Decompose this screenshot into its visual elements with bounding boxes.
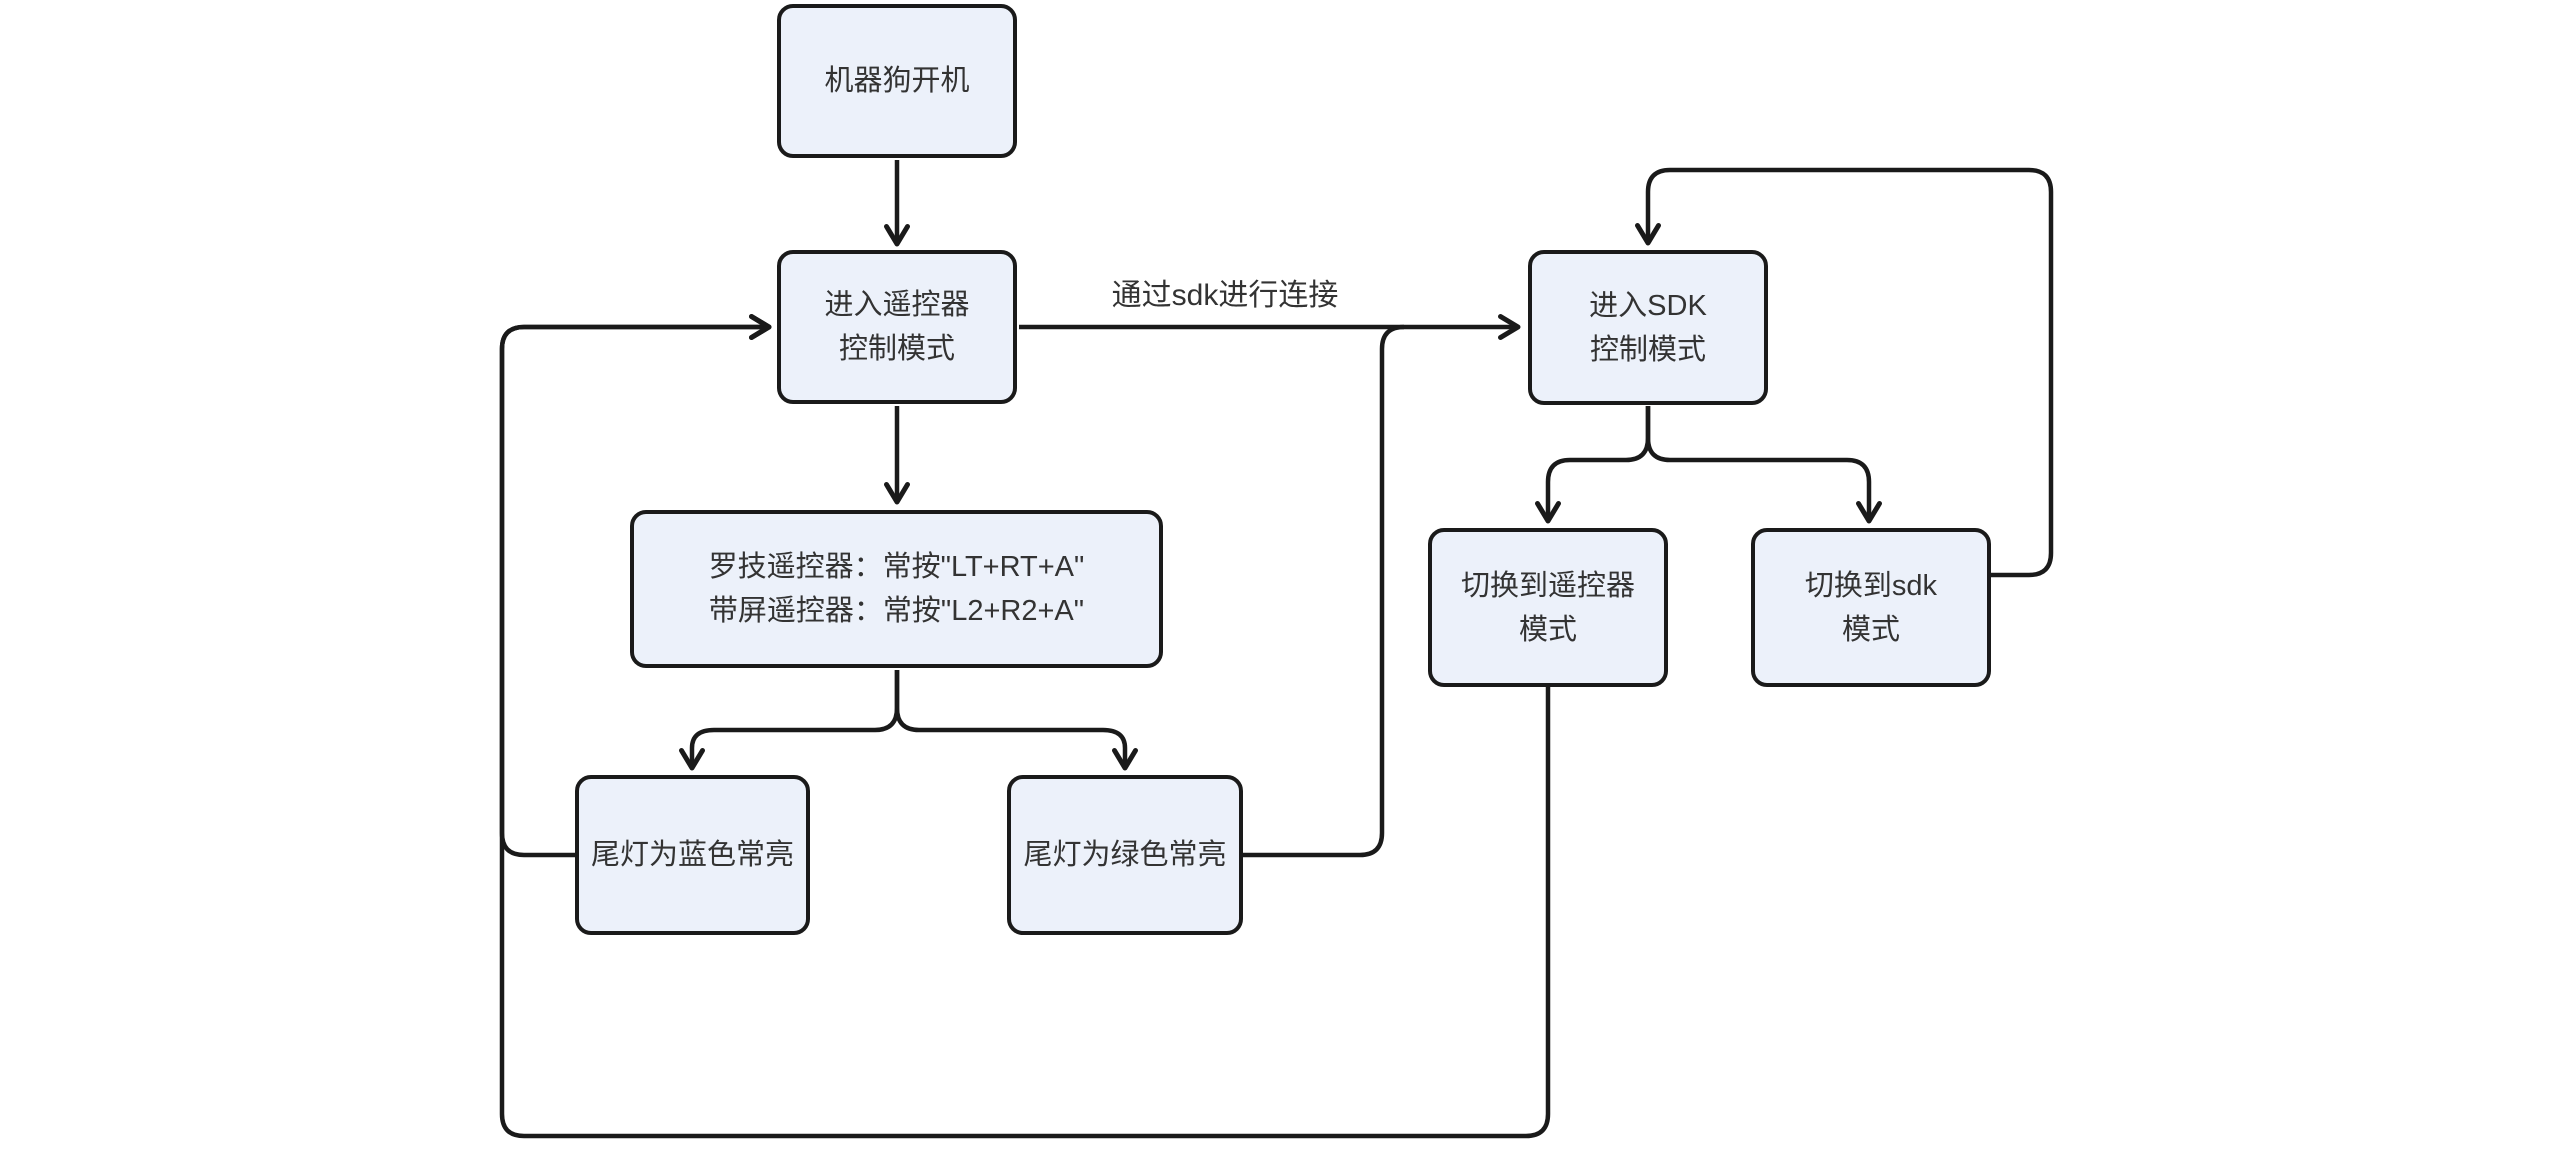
node-switch-to-sdk-mode-label: 切换到sdk 模式 xyxy=(1804,569,1938,646)
node-remote-control-mode-label: 进入遥控器 控制模式 xyxy=(824,289,970,365)
node-sdk-control-mode-label: 进入SDK 控制模式 xyxy=(1589,289,1707,366)
node-power-on-label: 机器狗开机 xyxy=(824,65,970,97)
edge-switch-sdk-to-sdk-mode xyxy=(1635,167,2054,578)
node-tail-light-blue-label: 尾灯为蓝色常亮 xyxy=(590,839,794,871)
node-remote-button-combo-label: 罗技遥控器：常按"LT+RT+A" 带屏遥控器：常按"L2+R2+A" xyxy=(708,551,1085,627)
node-power-on: 机器狗开机 xyxy=(777,4,1017,158)
node-tail-light-green: 尾灯为绿色常亮 xyxy=(1007,775,1243,935)
node-tail-light-green-label: 尾灯为绿色常亮 xyxy=(1023,839,1227,871)
node-tail-light-blue: 尾灯为蓝色常亮 xyxy=(575,775,810,935)
node-remote-control-mode: 进入遥控器 控制模式 xyxy=(777,250,1017,404)
edge-remote-buttons-to-tail-blue xyxy=(679,670,900,771)
node-switch-to-remote-mode: 切换到遥控器 模式 xyxy=(1428,528,1668,687)
edge-sdk-mode-to-switch-sdk xyxy=(1645,406,1882,524)
edge-sdk-mode-to-switch-remote xyxy=(1535,406,1651,524)
edge-switch-remote-to-remote-mode xyxy=(499,314,1551,1139)
node-sdk-control-mode: 进入SDK 控制模式 xyxy=(1528,250,1768,405)
node-switch-to-remote-mode-label: 切换到遥控器 模式 xyxy=(1460,569,1635,646)
edge-remote-buttons-to-tail-green xyxy=(894,670,1138,771)
node-remote-button-combo: 罗技遥控器：常按"LT+RT+A" 带屏遥控器：常按"L2+R2+A" xyxy=(630,510,1163,668)
edge-tail-green-to-sdk-mode xyxy=(1243,324,1405,858)
node-switch-to-sdk-mode: 切换到sdk 模式 xyxy=(1751,528,1991,687)
edge-label-connect-via-sdk: 通过sdk进行连接 xyxy=(1107,278,1343,314)
